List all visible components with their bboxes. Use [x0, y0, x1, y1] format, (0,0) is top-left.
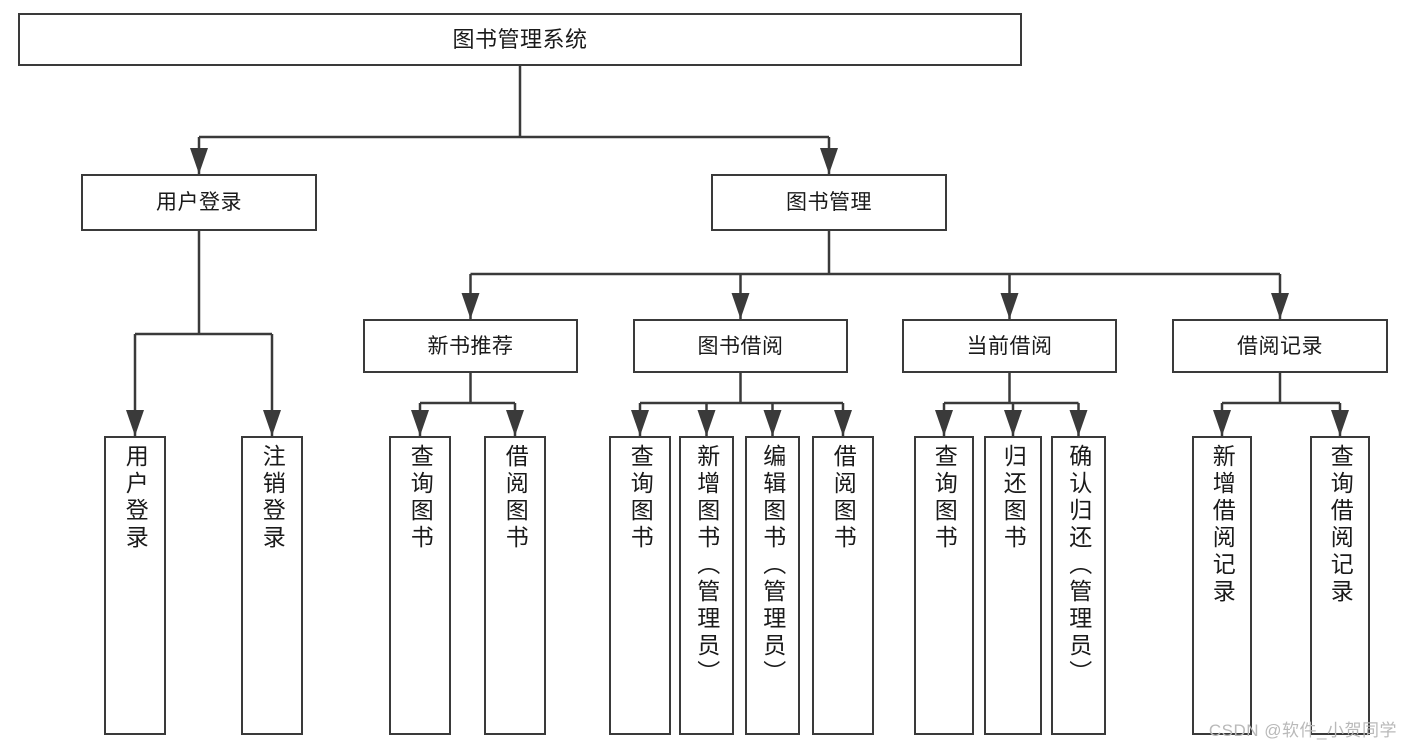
node-label: 确认归还（管理员）: [1065, 444, 1092, 687]
node-label: 新书推荐: [427, 334, 514, 358]
node-l2-newbook[interactable]: 新书推荐: [363, 319, 578, 373]
arrowhead: [763, 410, 782, 436]
node-l1-books[interactable]: 图书管理: [711, 174, 947, 231]
node-label: 用户登录: [156, 191, 242, 214]
arrowhead: [731, 293, 750, 319]
node-label: 图书借阅: [697, 334, 784, 358]
arrowhead: [631, 410, 649, 436]
arrowhead: [820, 148, 838, 174]
arrowhead: [1213, 410, 1231, 436]
node-label: 借阅图书: [502, 444, 529, 552]
arrowhead: [126, 410, 144, 436]
node-l3-querybook1[interactable]: 查询图书: [389, 436, 451, 735]
node-label: 用户登录: [122, 444, 149, 552]
arrowhead: [411, 410, 429, 436]
arrowhead: [506, 410, 524, 436]
arrowhead: [1069, 410, 1088, 436]
arrowhead: [263, 410, 281, 436]
node-label: 当前借阅: [966, 334, 1053, 358]
node-l3-borrowbook2[interactable]: 借阅图书: [812, 436, 874, 735]
node-l3-confirm[interactable]: 确认归还（管理员）: [1051, 436, 1106, 735]
arrowhead: [834, 410, 852, 436]
node-label: 图书管理: [786, 191, 872, 214]
node-l2-current[interactable]: 当前借阅: [902, 319, 1117, 373]
node-label: 查询借阅记录: [1327, 444, 1354, 606]
node-l1-login[interactable]: 用户登录: [81, 174, 317, 231]
arrowhead: [1271, 293, 1289, 319]
node-label: 查询图书: [931, 444, 958, 552]
node-label: 查询图书: [407, 444, 434, 552]
node-label: 图书管理系统: [452, 26, 588, 52]
node-l3-queryrecord[interactable]: 查询借阅记录: [1310, 436, 1370, 735]
arrowhead: [1331, 410, 1349, 436]
node-label: 新增借阅记录: [1209, 444, 1236, 606]
node-l2-record[interactable]: 借阅记录: [1172, 319, 1388, 373]
node-l3-querybook3[interactable]: 查询图书: [914, 436, 974, 735]
arrowhead: [1004, 410, 1022, 436]
arrowhead: [461, 293, 480, 319]
arrowhead: [190, 148, 208, 174]
node-root[interactable]: 图书管理系统: [18, 13, 1022, 66]
arrowhead: [1000, 293, 1019, 319]
arrowhead: [697, 410, 716, 436]
node-l3-addrecord[interactable]: 新增借阅记录: [1192, 436, 1252, 735]
node-l2-borrow[interactable]: 图书借阅: [633, 319, 848, 373]
node-label: 注销登录: [259, 444, 286, 552]
watermark: CSDN @软件_小贺同学: [1208, 721, 1397, 740]
node-label: 编辑图书（管理员）: [759, 444, 786, 687]
arrowhead: [935, 410, 953, 436]
node-label: 新增图书（管理员）: [693, 444, 720, 687]
node-label: 归还图书: [1000, 444, 1027, 552]
node-label: 借阅记录: [1237, 334, 1323, 358]
node-l3-logout[interactable]: 注销登录: [241, 436, 303, 735]
node-l3-returnbook[interactable]: 归还图书: [984, 436, 1042, 735]
node-l3-borrowbook1[interactable]: 借阅图书: [484, 436, 546, 735]
node-l3-addbook[interactable]: 新增图书（管理员）: [679, 436, 734, 735]
node-label: 借阅图书: [830, 444, 857, 552]
node-label: 查询图书: [627, 444, 654, 552]
node-l3-editbook[interactable]: 编辑图书（管理员）: [745, 436, 800, 735]
node-l3-userlogin[interactable]: 用户登录: [104, 436, 166, 735]
node-l3-querybook2[interactable]: 查询图书: [609, 436, 671, 735]
